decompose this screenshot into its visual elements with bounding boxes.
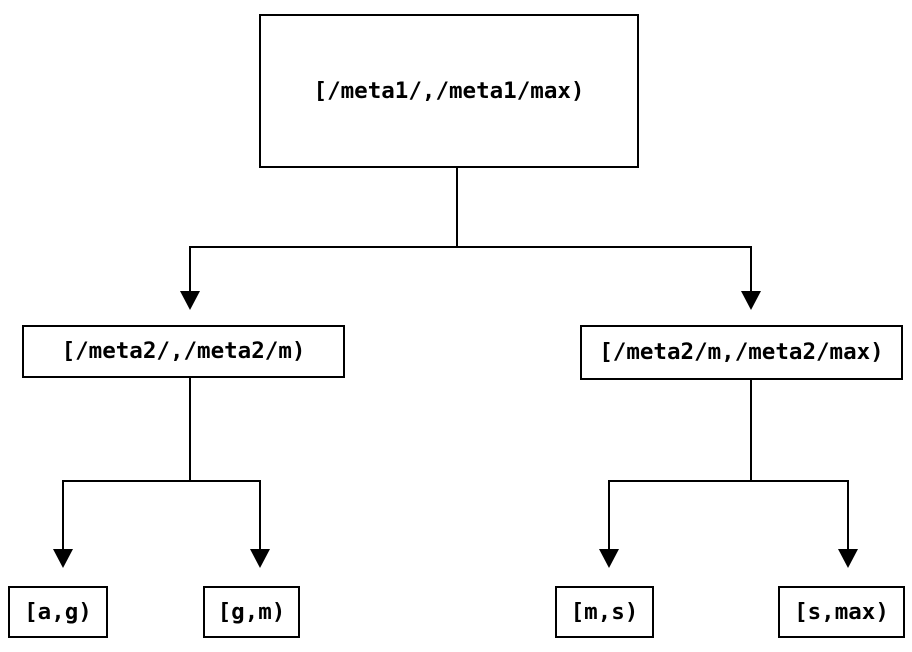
node-meta2-high-label: [/meta2/m,/meta2/max) <box>599 339 884 366</box>
node-meta2-low-label: [/meta2/,/meta2/m) <box>61 338 306 365</box>
edge-root-children <box>180 167 761 310</box>
edge-meta2high-children <box>599 378 858 568</box>
node-meta2-low: [/meta2/,/meta2/m) <box>22 325 345 378</box>
arrowhead-down-icon <box>838 549 858 568</box>
arrowhead-down-icon <box>599 549 619 568</box>
node-leaf-s-max: [s,max) <box>778 586 905 638</box>
arrowhead-down-icon <box>741 291 761 310</box>
node-leaf-m-s-label: [m,s) <box>570 598 639 625</box>
node-leaf-a-g: [a,g) <box>8 586 108 638</box>
node-leaf-g-m-label: [g,m) <box>217 598 286 625</box>
node-leaf-m-s: [m,s) <box>555 586 654 638</box>
arrowhead-down-icon <box>180 291 200 310</box>
arrowhead-down-icon <box>250 549 270 568</box>
node-leaf-s-max-label: [s,max) <box>794 598 889 625</box>
node-root: [/meta1/,/meta1/max) <box>259 14 639 168</box>
node-meta2-high: [/meta2/m,/meta2/max) <box>580 325 903 380</box>
edge-meta2low-children <box>53 376 270 568</box>
arrowhead-down-icon <box>53 549 73 568</box>
node-root-label: [/meta1/,/meta1/max) <box>313 77 585 104</box>
node-leaf-g-m: [g,m) <box>203 586 300 638</box>
node-leaf-a-g-label: [a,g) <box>24 598 92 625</box>
